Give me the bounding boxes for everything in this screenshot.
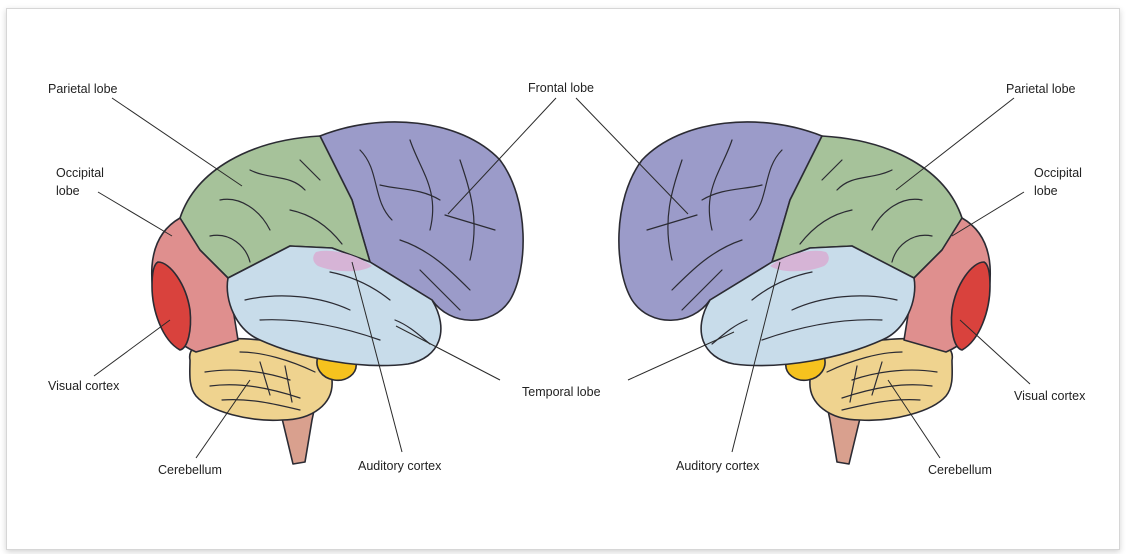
label-cerebellum-left: Cerebellum [158, 463, 222, 477]
label-auditory-cortex-right: Auditory cortex [676, 459, 760, 473]
label-parietal-lobe-left: Parietal lobe [48, 82, 118, 96]
label-occipital-lobe-right-2: lobe [1034, 184, 1058, 198]
label-visual-cortex-left: Visual cortex [48, 379, 120, 393]
label-visual-cortex-right: Visual cortex [1014, 389, 1086, 403]
label-occipital-lobe-left-2: lobe [56, 184, 80, 198]
label-temporal-lobe: Temporal lobe [522, 385, 601, 399]
label-frontal-lobe: Frontal lobe [528, 81, 594, 95]
label-auditory-cortex-left: Auditory cortex [358, 459, 442, 473]
label-cerebellum-right: Cerebellum [928, 463, 992, 477]
label-parietal-lobe-right: Parietal lobe [1006, 82, 1076, 96]
label-occipital-lobe-right-1: Occipital [1034, 166, 1082, 180]
label-occipital-lobe-left-1: Occipital [56, 166, 104, 180]
